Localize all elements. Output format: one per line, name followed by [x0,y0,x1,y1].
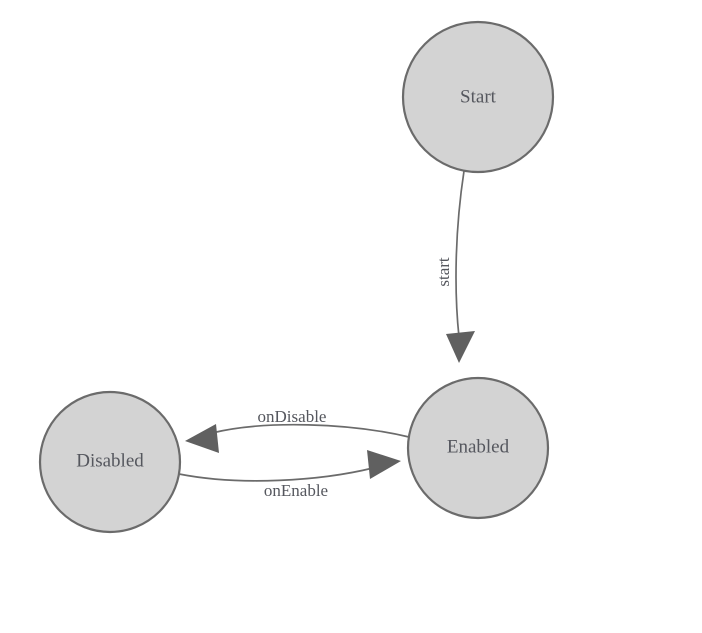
transition-start-to-enabled-path [455,170,465,338]
state-node-enabled-circle [406,376,550,520]
state-node-enabled-label: Enabled [447,436,510,457]
state-node-start-label: Start [460,86,497,107]
transition-start-to-enabled-label: start [434,257,453,287]
state-node-start-circle [401,20,555,174]
state-node-disabled-label: Disabled [76,450,144,471]
transition-disabled-to-enabled-path [178,467,374,482]
state-node-disabled[interactable]: Disabled [38,390,182,534]
transition-enabled-to-disabled-path [211,423,410,438]
transition-disabled-to-enabled[interactable]: onEnable [178,450,401,500]
transition-enabled-to-disabled-label: onDisable [258,407,327,426]
transition-disabled-to-enabled-arrowhead [367,450,401,479]
transition-enabled-to-disabled-arrowhead [185,424,219,453]
state-node-enabled[interactable]: Enabled [406,376,550,520]
transition-disabled-to-enabled-label: onEnable [264,481,328,500]
transition-start-to-enabled[interactable]: start [434,170,475,363]
state-node-start[interactable]: Start [401,20,555,174]
transition-enabled-to-disabled[interactable]: onDisable [185,407,410,453]
state-node-disabled-circle [38,390,182,534]
transition-start-to-enabled-arrowhead [446,331,475,363]
